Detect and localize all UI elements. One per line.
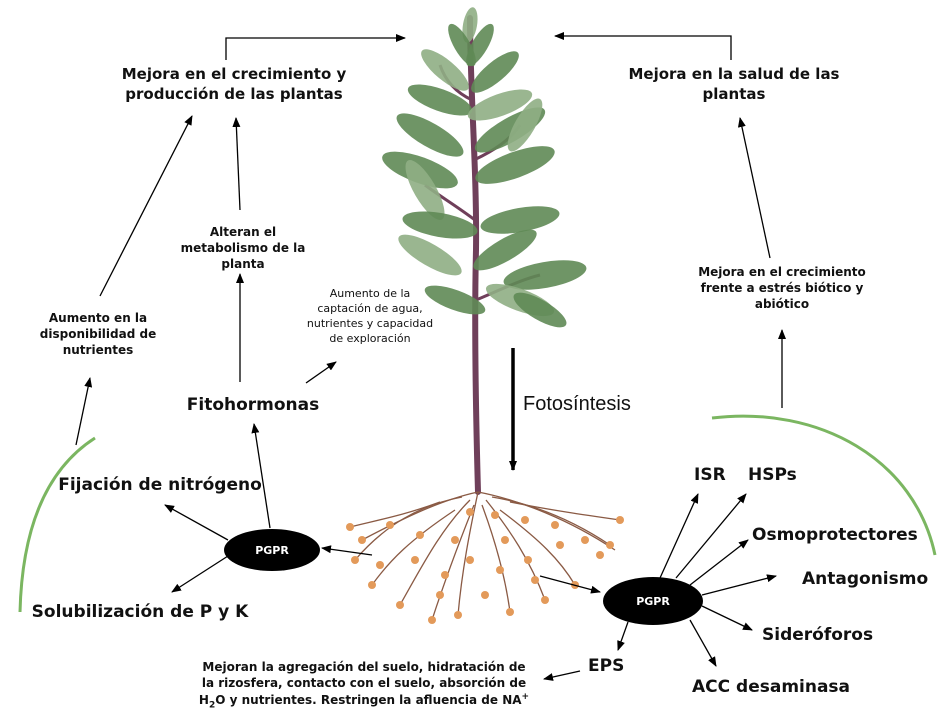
label-growth-production: Mejora en el crecimiento y producción de… xyxy=(118,64,350,105)
label-osmoprotectants: Osmoprotectores xyxy=(752,524,918,547)
nodule xyxy=(416,531,424,539)
nodule xyxy=(551,521,559,529)
pgpr-right-label: PGPR xyxy=(636,595,670,608)
plant-leaves xyxy=(378,6,589,334)
nodule xyxy=(386,521,394,529)
nodule xyxy=(491,511,499,519)
root xyxy=(478,492,615,550)
nodule xyxy=(466,508,474,516)
nodule xyxy=(441,571,449,579)
left-arc xyxy=(20,438,95,612)
arrow-pgpr-to-nitrogen xyxy=(165,505,228,540)
nodule xyxy=(451,536,459,544)
label-eps: EPS xyxy=(588,655,624,678)
nodule xyxy=(481,591,489,599)
label-acc-deaminase: ACC desaminasa xyxy=(692,676,850,699)
label-stress-growth: Mejora en el crecimiento frente a estrés… xyxy=(692,264,872,313)
arrow-arc-to-nutrients xyxy=(76,378,90,445)
eps-effects-line-3: H2O y nutrientes. Restringen la afluenci… xyxy=(196,691,532,712)
arrow-to-siderophores xyxy=(702,606,752,630)
pgpr-right-node: PGPR xyxy=(603,577,703,625)
nodule xyxy=(368,581,376,589)
arrow-metabolism-to-growth xyxy=(236,118,240,210)
nodule xyxy=(411,556,419,564)
arrow-right-top xyxy=(555,36,731,60)
pgpr-left-node: PGPR xyxy=(224,529,320,571)
nodule xyxy=(606,541,614,549)
nodule xyxy=(351,556,359,564)
label-photosynthesis: Fotosíntesis xyxy=(523,393,631,416)
nodule xyxy=(596,551,604,559)
arrow-to-acc xyxy=(690,620,716,666)
label-nutrient-availability: Aumento en la disponibilidad de nutrient… xyxy=(28,310,168,359)
nodule xyxy=(396,601,404,609)
eps-effects-line-2: la rizosfera, contacto con el suelo, abs… xyxy=(196,675,532,691)
arrow-roots-to-pgpr-right xyxy=(540,576,600,592)
label-eps-effects: Mejoran la agregación del suelo, hidrata… xyxy=(196,659,532,712)
nodule xyxy=(556,541,564,549)
label-uptake-capacity: Aumento de la captación de agua, nutrien… xyxy=(306,287,434,346)
nodule xyxy=(521,516,529,524)
arrow-pgpr-to-solubilization xyxy=(172,556,228,592)
nodule xyxy=(506,608,514,616)
arrow-to-antagonism xyxy=(702,576,776,595)
nodule xyxy=(541,596,549,604)
arrow-to-hsps xyxy=(676,494,746,578)
pgpr-left-label: PGPR xyxy=(255,544,289,557)
nodule xyxy=(436,591,444,599)
nodule xyxy=(524,556,532,564)
nodule xyxy=(466,556,474,564)
nodule xyxy=(428,616,436,624)
arrow-left-top xyxy=(226,38,405,60)
label-phytohormones: Fitohormonas xyxy=(178,394,328,417)
arrow-to-isr xyxy=(660,494,698,578)
nodule xyxy=(346,523,354,531)
nodule xyxy=(531,576,539,584)
label-solubilization: Solubilización de P y K xyxy=(28,601,252,624)
arrow-hormones-to-uptake xyxy=(306,362,336,383)
label-metabolism: Alteran el metabolismo de la planta xyxy=(168,224,318,273)
nodule xyxy=(376,561,384,569)
arrow-to-eps xyxy=(618,622,628,650)
label-siderophores: Sideróforos xyxy=(762,624,873,647)
label-isr: ISR xyxy=(694,464,726,487)
nodule xyxy=(581,536,589,544)
plant-roots xyxy=(350,492,620,620)
nodule xyxy=(616,516,624,524)
nodule xyxy=(501,536,509,544)
arrow-eps-to-effects xyxy=(544,671,580,679)
arrow-health-up xyxy=(740,118,770,258)
label-plant-health: Mejora en la salud de las plantas xyxy=(620,64,848,105)
eps-effects-line-1: Mejoran la agregación del suelo, hidrata… xyxy=(196,659,532,675)
label-nitrogen-fixation: Fijación de nitrógeno xyxy=(50,474,270,497)
root xyxy=(492,497,610,545)
label-antagonism: Antagonismo xyxy=(802,568,928,591)
arrow-to-osmo xyxy=(690,540,748,585)
label-hsps: HSPs xyxy=(748,464,797,487)
nodule xyxy=(358,536,366,544)
nodule xyxy=(496,566,504,574)
nodule xyxy=(454,611,462,619)
